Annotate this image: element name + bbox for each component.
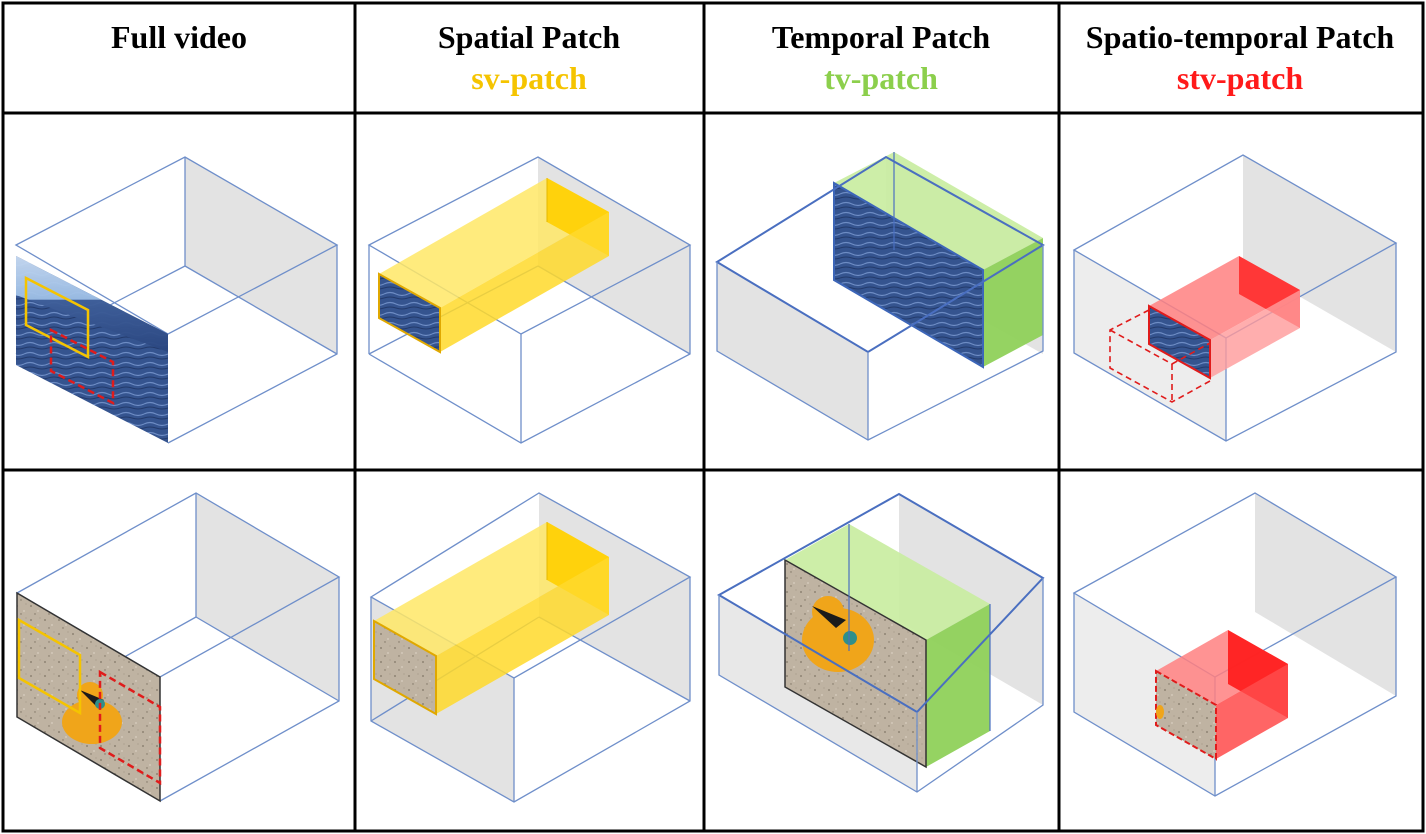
stv-origin-dashed-box <box>1109 309 1211 403</box>
ocean-frame-image <box>16 256 168 443</box>
col-title-spatiotemporal: Spatio-temporal Patch <box>1086 19 1395 55</box>
row2-temporal-patch-cube <box>716 492 1045 793</box>
row1-spatiotemporal-patch-cube <box>1072 154 1398 442</box>
spatial-crop-marker <box>24 275 90 360</box>
row2-full-video-cube <box>15 492 341 803</box>
header-row: Full video Spatial Patch sv-patch Tempor… <box>111 19 1394 96</box>
col-title-temporal: Temporal Patch <box>772 19 991 55</box>
spatiotemporal-crop-marker <box>98 669 162 786</box>
row2-spatiotemporal-patch-cube <box>1072 492 1398 797</box>
stv-patch-block <box>1155 630 1288 761</box>
sv-patch-tube <box>378 178 609 354</box>
tv-patch-slab <box>784 524 991 769</box>
col-title-full-video: Full video <box>111 19 247 55</box>
row1-temporal-patch-cube <box>715 152 1045 441</box>
sv-patch-tube <box>373 522 609 716</box>
stv-patch-block <box>1148 256 1300 380</box>
tv-patch-slab <box>833 152 1043 369</box>
col-title-spatial: Spatial Patch <box>438 19 620 55</box>
row1-full-video-cube <box>14 156 339 444</box>
col-subtitle-sv-patch: sv-patch <box>471 60 587 96</box>
spatiotemporal-crop-marker <box>49 327 115 406</box>
row2-spatial-patch-cube <box>369 492 692 803</box>
spatial-crop-marker <box>17 617 82 716</box>
col-subtitle-tv-patch: tv-patch <box>824 60 938 96</box>
row1-spatial-patch-cube <box>367 156 692 444</box>
col-subtitle-stv-patch: stv-patch <box>1177 60 1303 96</box>
